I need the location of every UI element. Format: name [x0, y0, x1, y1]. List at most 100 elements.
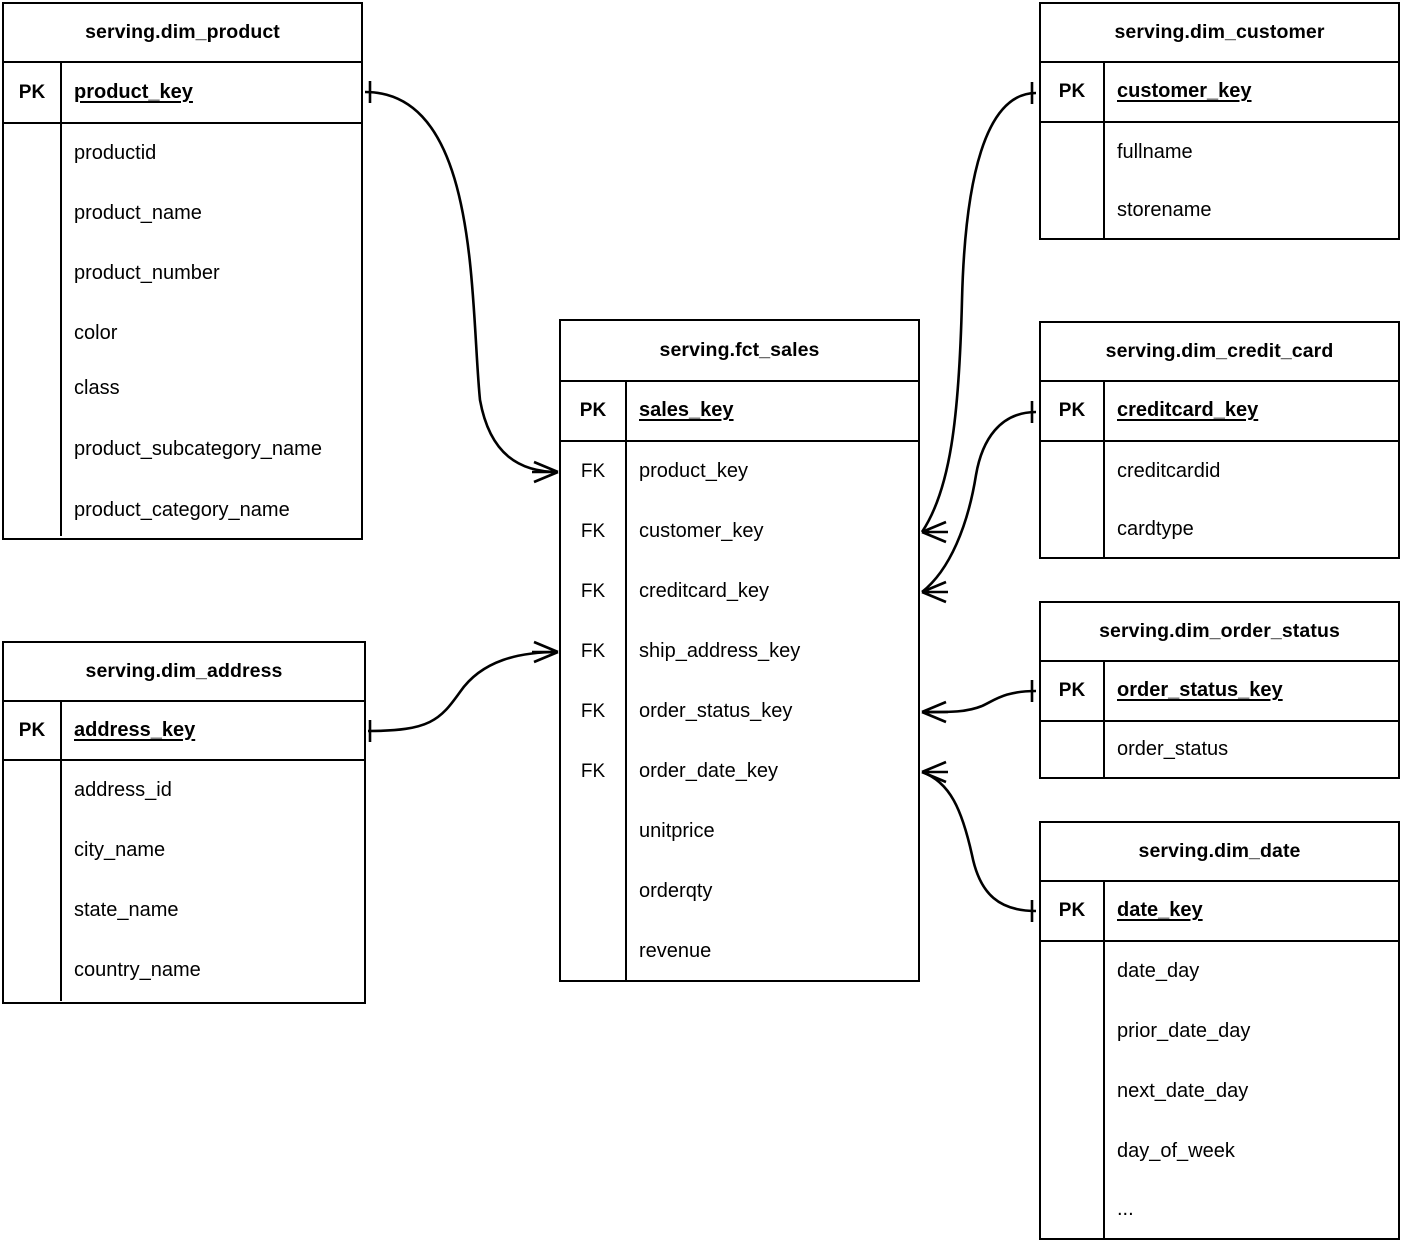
field-storename: storename — [1117, 198, 1212, 221]
key-gutter — [561, 922, 627, 982]
edge-order-status-crowsfoot — [921, 700, 948, 724]
field-row[interactable]: next_date_day — [1041, 1062, 1398, 1122]
fk-badge: FK — [561, 682, 627, 742]
key-gutter — [4, 184, 62, 244]
entity-title: serving.dim_address — [4, 643, 364, 702]
entity-title: serving.fct_sales — [561, 321, 918, 382]
key-gutter — [561, 802, 627, 862]
field-row[interactable]: address_id — [4, 761, 364, 821]
field-next-date-day: next_date_day — [1117, 1080, 1249, 1103]
entity-title: serving.dim_date — [1041, 823, 1398, 882]
pk-row[interactable]: PK creditcard_key — [1041, 382, 1398, 442]
field-row[interactable]: productid — [4, 124, 361, 184]
key-gutter — [4, 244, 62, 304]
pk-row[interactable]: PK address_key — [4, 702, 364, 761]
entity-fct-sales[interactable]: serving.fct_sales PK sales_key FK produc… — [559, 319, 920, 982]
fk-row[interactable]: FK ship_address_key — [561, 622, 918, 682]
key-gutter — [4, 881, 62, 941]
field-row[interactable]: fullname — [1041, 123, 1398, 183]
entity-dim-order-status[interactable]: serving.dim_order_status PK order_status… — [1039, 601, 1400, 779]
field-row[interactable]: product_number — [4, 244, 361, 304]
field-row[interactable]: date_day — [1041, 942, 1398, 1002]
field-row[interactable]: state_name — [4, 881, 364, 941]
field-state-name: state_name — [74, 899, 179, 922]
field-row[interactable]: product_name — [4, 184, 361, 244]
edge-customer-to-fct-sales — [920, 91, 1037, 533]
edge-product-crowsfoot — [532, 460, 559, 484]
pk-badge: PK — [1041, 382, 1105, 440]
field-row[interactable]: day_of_week — [1041, 1122, 1398, 1182]
field-row[interactable]: order_status — [1041, 722, 1398, 777]
field-country-name: country_name — [74, 959, 201, 982]
field-row[interactable]: city_name — [4, 821, 364, 881]
fk-row[interactable]: FK product_key — [561, 442, 918, 502]
field-ellipsis: ... — [1117, 1198, 1134, 1221]
field-date-key: date_key — [1117, 899, 1203, 922]
field-row[interactable]: color — [4, 304, 361, 364]
pk-row[interactable]: PK customer_key — [1041, 63, 1398, 123]
key-gutter — [4, 941, 62, 1001]
key-gutter — [1041, 502, 1105, 557]
field-order-status-key: order_status_key — [639, 700, 793, 723]
pk-badge: PK — [1041, 882, 1105, 940]
key-gutter — [1041, 1182, 1105, 1238]
fk-row[interactable]: FK customer_key — [561, 502, 918, 562]
pk-badge: PK — [4, 702, 62, 759]
field-product-number: product_number — [74, 262, 220, 285]
field-row[interactable]: orderqty — [561, 862, 918, 922]
field-row[interactable]: country_name — [4, 941, 364, 1001]
field-row[interactable]: unitprice — [561, 802, 918, 862]
pk-row[interactable]: PK date_key — [1041, 882, 1398, 942]
field-order-date-key: order_date_key — [639, 760, 778, 783]
pk-badge: PK — [1041, 662, 1105, 720]
key-gutter — [4, 364, 62, 414]
field-address-key: address_key — [74, 718, 196, 741]
pk-row[interactable]: PK order_status_key — [1041, 662, 1398, 722]
key-gutter — [1041, 1002, 1105, 1062]
fk-badge: FK — [561, 562, 627, 622]
field-unitprice: unitprice — [639, 820, 715, 843]
field-row[interactable]: product_subcategory_name — [4, 414, 361, 486]
fk-row[interactable]: FK order_date_key — [561, 742, 918, 802]
field-date-day: date_day — [1117, 960, 1200, 983]
edge-address-to-fct-sales — [367, 650, 559, 733]
field-row[interactable]: storename — [1041, 183, 1398, 238]
field-row[interactable]: creditcardid — [1041, 442, 1398, 502]
field-prior-date-day: prior_date_day — [1117, 1020, 1251, 1043]
field-revenue: revenue — [639, 940, 712, 963]
field-row[interactable]: cardtype — [1041, 502, 1398, 557]
fk-badge: FK — [561, 442, 627, 502]
pk-row[interactable]: PK product_key — [4, 63, 361, 124]
field-fullname: fullname — [1117, 141, 1193, 164]
field-cardtype: cardtype — [1117, 517, 1194, 540]
key-gutter — [1041, 942, 1105, 1002]
key-gutter — [561, 862, 627, 922]
edge-address-crowsfoot — [532, 640, 559, 664]
entity-dim-customer[interactable]: serving.dim_customer PK customer_key ful… — [1039, 2, 1400, 240]
key-gutter — [1041, 442, 1105, 502]
key-gutter — [4, 124, 62, 184]
fk-row[interactable]: FK order_status_key — [561, 682, 918, 742]
edge-customer-crowsfoot — [921, 520, 948, 544]
edge-product-to-fct-sales — [364, 90, 559, 474]
entity-dim-credit-card[interactable]: serving.dim_credit_card PK creditcard_ke… — [1039, 321, 1400, 559]
key-gutter — [4, 821, 62, 881]
field-ship-address-key: ship_address_key — [639, 640, 801, 663]
key-gutter — [1041, 123, 1105, 183]
field-product-key: product_key — [74, 80, 193, 103]
fk-row[interactable]: FK creditcard_key — [561, 562, 918, 622]
entity-dim-product[interactable]: serving.dim_product PK product_key produ… — [2, 2, 363, 540]
pk-row[interactable]: PK sales_key — [561, 382, 918, 442]
field-row[interactable]: revenue — [561, 922, 918, 982]
field-row[interactable]: class — [4, 364, 361, 414]
field-row[interactable]: product_category_name — [4, 486, 361, 536]
field-sales-key: sales_key — [639, 399, 734, 422]
entity-dim-date[interactable]: serving.dim_date PK date_key date_day pr… — [1039, 821, 1400, 1240]
pk-badge: PK — [561, 382, 627, 440]
entity-title: serving.dim_product — [4, 4, 361, 63]
field-row[interactable]: ... — [1041, 1182, 1398, 1238]
entity-dim-address[interactable]: serving.dim_address PK address_key addre… — [2, 641, 366, 1004]
key-gutter — [1041, 1062, 1105, 1122]
field-product-category-name: product_category_name — [74, 499, 290, 522]
field-row[interactable]: prior_date_day — [1041, 1002, 1398, 1062]
